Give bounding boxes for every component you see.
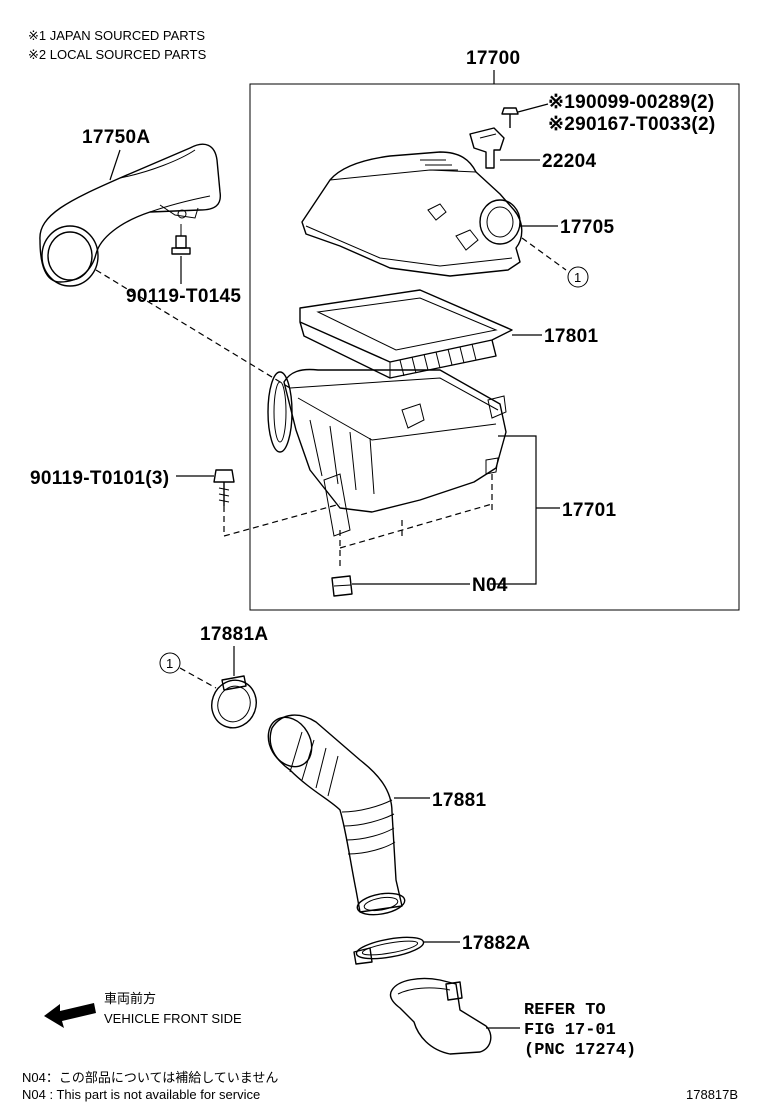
label-17881[interactable]: 17881 <box>432 790 486 811</box>
grommet-N04[interactable] <box>331 575 353 597</box>
label-N04[interactable]: N04 <box>472 575 508 596</box>
refer-line2: FIG 17-01 <box>524 1021 616 1040</box>
throttle-connector-ref[interactable] <box>389 977 492 1055</box>
figure-id: 178817B <box>686 1087 738 1102</box>
air-cleaner-cap-17705[interactable] <box>301 151 523 277</box>
ref-circle-1-upper <box>567 266 589 288</box>
label-17700[interactable]: 17700 <box>466 48 520 69</box>
ref-circle-1-upper-label: 1 <box>574 270 581 285</box>
ref-circle-1-lower-label: 1 <box>166 656 173 671</box>
refer-line3: (PNC 17274) <box>524 1041 636 1060</box>
vehicle-front-en: VEHICLE FRONT SIDE <box>104 1011 242 1026</box>
label-17882A[interactable]: 17882A <box>462 933 530 954</box>
label-17750A[interactable]: 17750A <box>82 127 150 148</box>
label-17881A[interactable]: 17881A <box>200 624 268 645</box>
ref-circle-1-lower <box>159 652 181 674</box>
air-cleaner-case-17701[interactable] <box>267 368 507 537</box>
hose-clamp-17881A[interactable] <box>205 674 263 734</box>
label-17705[interactable]: 17705 <box>560 217 614 238</box>
vehicle-front-jp: 車両前方 <box>104 991 156 1006</box>
label-17701[interactable]: 17701 <box>562 500 616 521</box>
filter-element-17801[interactable] <box>299 289 513 379</box>
inlet-duct-17750A[interactable] <box>39 143 222 287</box>
mass-airflow-sensor-22204[interactable] <box>469 127 505 169</box>
bolt-90119-T0101[interactable] <box>213 469 235 506</box>
label-screw-japan[interactable]: ※190099-00289(2) <box>548 92 715 113</box>
vehicle-front-arrow-icon <box>44 1003 96 1028</box>
refer-line1: REFER TO <box>524 1001 606 1020</box>
label-90119-T0145[interactable]: 90119-T0145 <box>126 286 241 307</box>
note-japan-sourced: ※1 JAPAN SOURCED PARTS <box>28 28 205 43</box>
label-17801[interactable]: 17801 <box>544 326 598 347</box>
bolt-90119-T0145[interactable] <box>171 224 191 255</box>
footnote-en: N04 : This part is not available for ser… <box>22 1087 260 1102</box>
intake-hose-17881[interactable] <box>260 709 407 918</box>
hose-clamp-17882A[interactable] <box>353 933 425 965</box>
note-local-sourced: ※2 LOCAL SOURCED PARTS <box>28 47 207 62</box>
label-22204[interactable]: 22204 <box>542 151 596 172</box>
screw-90099-00289[interactable] <box>501 107 519 128</box>
label-screw-local[interactable]: ※290167-T0033(2) <box>548 114 716 135</box>
label-90119-T0101[interactable]: 90119-T0101(3) <box>30 468 169 489</box>
footnote-jp: N04：この部品については補給していません <box>22 1070 278 1085</box>
